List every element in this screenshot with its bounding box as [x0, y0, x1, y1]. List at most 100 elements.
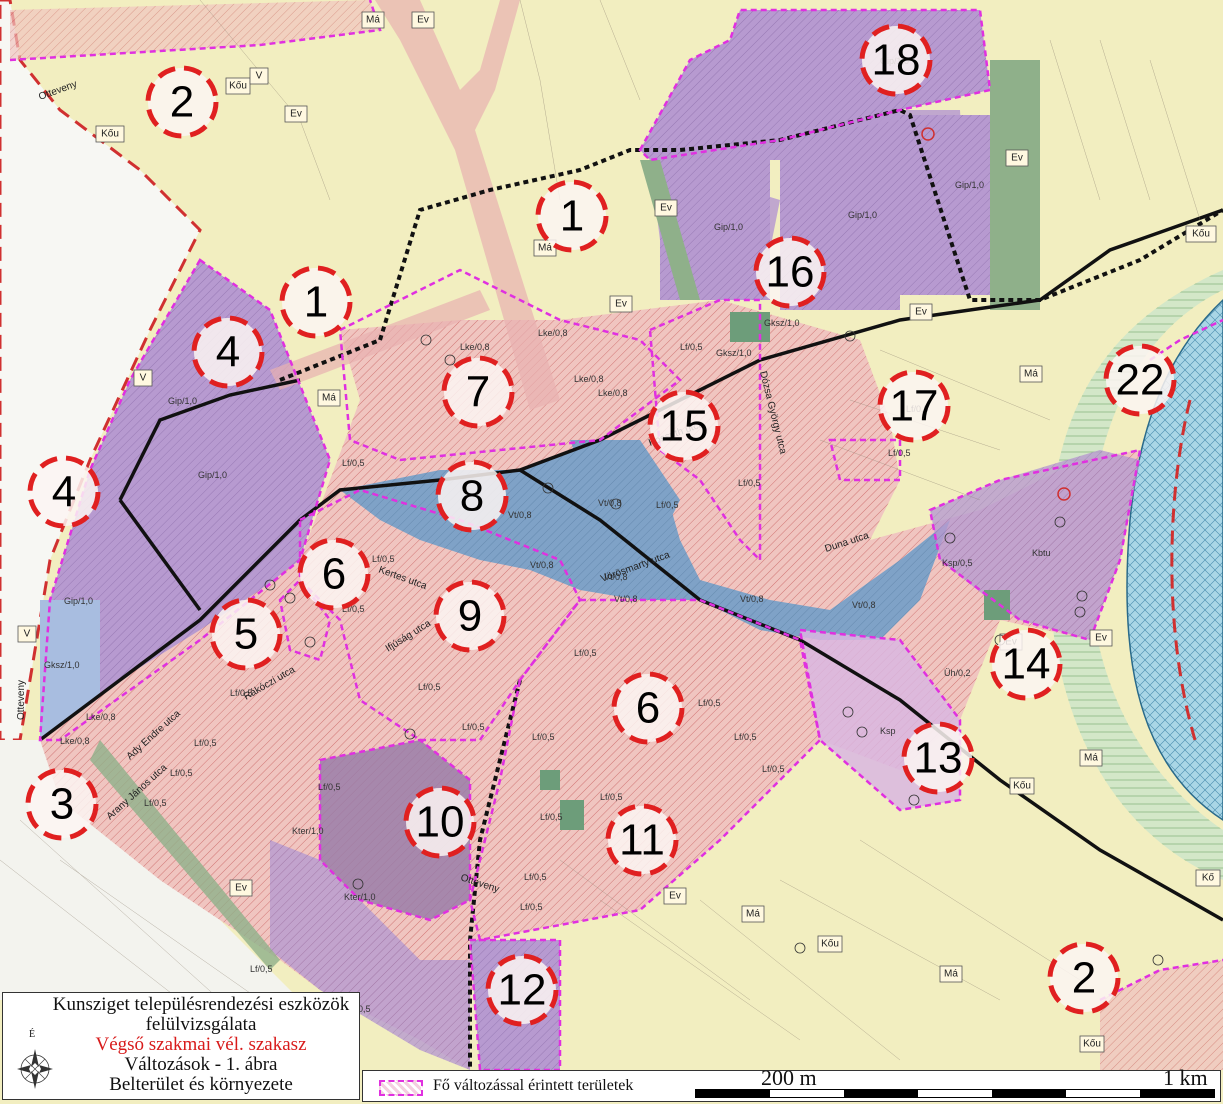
svg-text:Lf/0,5: Lf/0,5: [462, 722, 485, 732]
code-box: Ev: [663, 887, 687, 905]
change-area-number: 5: [234, 610, 258, 659]
change-area-badge: 4: [27, 455, 101, 529]
svg-text:Üh/0,2: Üh/0,2: [944, 668, 971, 678]
change-area-badge: 18: [859, 23, 933, 97]
scale-label-1km: 1 km: [1163, 1065, 1208, 1090]
change-area-number: 2: [1072, 954, 1096, 1003]
svg-text:Ev: Ev: [417, 15, 429, 26]
svg-text:Lf/0,5: Lf/0,5: [318, 782, 341, 792]
change-area-number: 13: [914, 734, 963, 783]
change-area-badge: 17: [877, 369, 951, 443]
change-area-number: 11: [619, 816, 665, 865]
svg-text:Lke/0,8: Lke/0,8: [60, 736, 90, 746]
change-area-number: 8: [460, 472, 484, 521]
change-area-number: 12: [498, 966, 547, 1015]
change-area-number: 2: [170, 78, 194, 127]
svg-text:Ev: Ev: [669, 891, 681, 902]
code-box: Ev: [909, 303, 933, 321]
code-box: Má: [317, 389, 341, 407]
change-area-badge: 22: [1103, 343, 1177, 417]
change-area-number: 4: [216, 328, 240, 377]
change-area-badge: 8: [435, 459, 509, 533]
change-area-badge: 6: [611, 671, 685, 745]
code-box: Ev: [1005, 149, 1029, 167]
svg-text:Vt/0,8: Vt/0,8: [530, 560, 554, 570]
svg-text:Lf/0,5: Lf/0,5: [342, 604, 365, 614]
change-area-badge: 7: [441, 355, 515, 429]
svg-text:Lf/0,5: Lf/0,5: [656, 500, 679, 510]
svg-text:Lke/0,8: Lke/0,8: [86, 712, 116, 722]
code-box: Kőu: [1185, 225, 1217, 243]
legend-swatch: [379, 1080, 423, 1096]
svg-text:Vt/0,8: Vt/0,8: [614, 594, 638, 604]
code-box: Má: [939, 965, 963, 983]
compass-north-letter: É: [29, 1029, 36, 1040]
code-box: Ev: [609, 295, 633, 313]
svg-text:Lf/0,5: Lf/0,5: [734, 732, 757, 742]
code-box: Kőu: [1079, 1035, 1105, 1053]
svg-text:Gip/1,0: Gip/1,0: [848, 210, 877, 220]
svg-text:Ev: Ev: [915, 307, 927, 318]
svg-text:Lf/0,5: Lf/0,5: [194, 738, 217, 748]
svg-text:V: V: [256, 71, 263, 82]
svg-text:Gip/1,0: Gip/1,0: [714, 222, 743, 232]
code-box: Kőu: [1009, 777, 1035, 795]
svg-text:Gip/1,0: Gip/1,0: [168, 396, 197, 406]
svg-text:Lf/0,5: Lf/0,5: [418, 682, 441, 692]
svg-text:Kőu: Kőu: [1013, 781, 1031, 792]
svg-text:Kőu: Kőu: [229, 81, 247, 92]
svg-text:Lf/0,5: Lf/0,5: [144, 798, 167, 808]
code-box: Kőu: [225, 77, 251, 95]
change-area-number: 18: [872, 36, 921, 85]
svg-text:Gip/1,0: Gip/1,0: [64, 596, 93, 606]
code-box: Ev: [1089, 629, 1113, 647]
svg-text:Kő: Kő: [1202, 873, 1215, 884]
legend-item-label: Fő változással érintett területek: [433, 1077, 634, 1094]
change-area-number: 9: [458, 592, 482, 641]
svg-text:Lf/0,5: Lf/0,5: [170, 768, 193, 778]
change-area-badge: 12: [485, 953, 559, 1027]
svg-text:Lke/0,8: Lke/0,8: [574, 374, 604, 384]
change-area-badge: 2: [145, 65, 219, 139]
svg-text:Ev: Ev: [615, 299, 627, 310]
change-area-number: 1: [560, 192, 584, 241]
change-area-badge: 16: [753, 235, 827, 309]
title-line-2: felülvizsgálata: [145, 1014, 257, 1035]
title-line-1: Kunsziget településrendezési eszközök: [52, 994, 350, 1015]
svg-text:Lf/0,5: Lf/0,5: [680, 342, 703, 352]
svg-text:Ksp: Ksp: [880, 726, 896, 736]
svg-text:Má: Má: [1024, 369, 1038, 380]
title-line-3: Végső szakmai vél. szakasz: [95, 1034, 307, 1055]
svg-text:Lf/0,5: Lf/0,5: [250, 964, 273, 974]
svg-text:Ev: Ev: [660, 203, 672, 214]
code-box: V: [17, 625, 37, 643]
svg-text:Gksz/1,0: Gksz/1,0: [764, 318, 800, 328]
code-box: Ev: [411, 11, 435, 29]
svg-text:Lf/0,5: Lf/0,5: [888, 448, 911, 458]
svg-text:Kter/1,0: Kter/1,0: [292, 826, 324, 836]
code-box: Má: [361, 11, 385, 29]
change-area-number: 10: [416, 798, 465, 847]
title-line-5: Belterület és környezete: [109, 1074, 293, 1095]
svg-text:Vt/0,8: Vt/0,8: [740, 594, 764, 604]
svg-text:Lf/0,5: Lf/0,5: [520, 902, 543, 912]
code-box: V: [133, 369, 153, 387]
svg-text:Otteveny: Otteveny: [16, 680, 27, 720]
change-area-number: 16: [766, 248, 815, 297]
svg-text:Lf/0,5: Lf/0,5: [738, 478, 761, 488]
svg-text:Má: Má: [538, 243, 552, 254]
change-area-badge: 15: [647, 389, 721, 463]
change-area-badge: 6: [297, 537, 371, 611]
svg-text:Lf/0,5: Lf/0,5: [372, 554, 395, 564]
title-line-4: Változások - 1. ábra: [124, 1054, 278, 1075]
change-area-number: 1: [304, 278, 328, 327]
svg-text:Gksz/1,0: Gksz/1,0: [44, 660, 80, 670]
svg-text:Gip/1,0: Gip/1,0: [198, 470, 227, 480]
svg-text:Lke/0,8: Lke/0,8: [460, 342, 490, 352]
code-box: Ev: [654, 199, 678, 217]
svg-text:Kőu: Kőu: [101, 129, 119, 140]
svg-text:Má: Má: [944, 969, 958, 980]
svg-text:Gip/1,0: Gip/1,0: [955, 180, 984, 190]
